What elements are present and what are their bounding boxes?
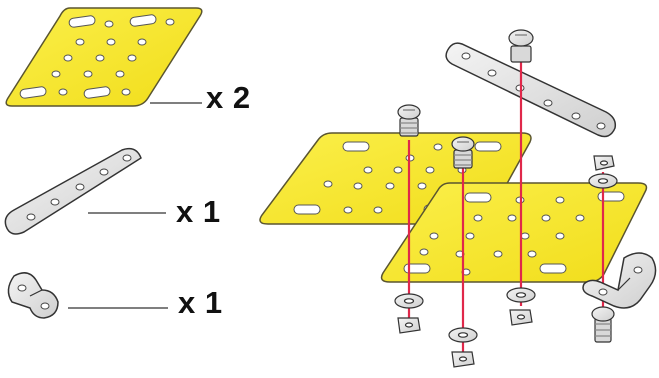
quantity-label-plate: x 2 — [206, 80, 251, 115]
angle-bracket-part — [7, 272, 168, 319]
quantity-label-strip: x 1 — [176, 194, 221, 229]
strip-part — [4, 147, 166, 235]
quantity-label-bracket: x 1 — [178, 285, 223, 320]
bolt-left-icon — [397, 104, 421, 137]
bolt-center-icon — [451, 136, 475, 169]
washers — [394, 173, 618, 343]
bolt-bottom-right-icon — [591, 306, 615, 343]
assembly-angle-bracket — [582, 252, 657, 309]
nuts — [397, 155, 615, 368]
flat-plate-part — [5, 7, 203, 107]
bolt-top-right-icon — [508, 29, 534, 63]
